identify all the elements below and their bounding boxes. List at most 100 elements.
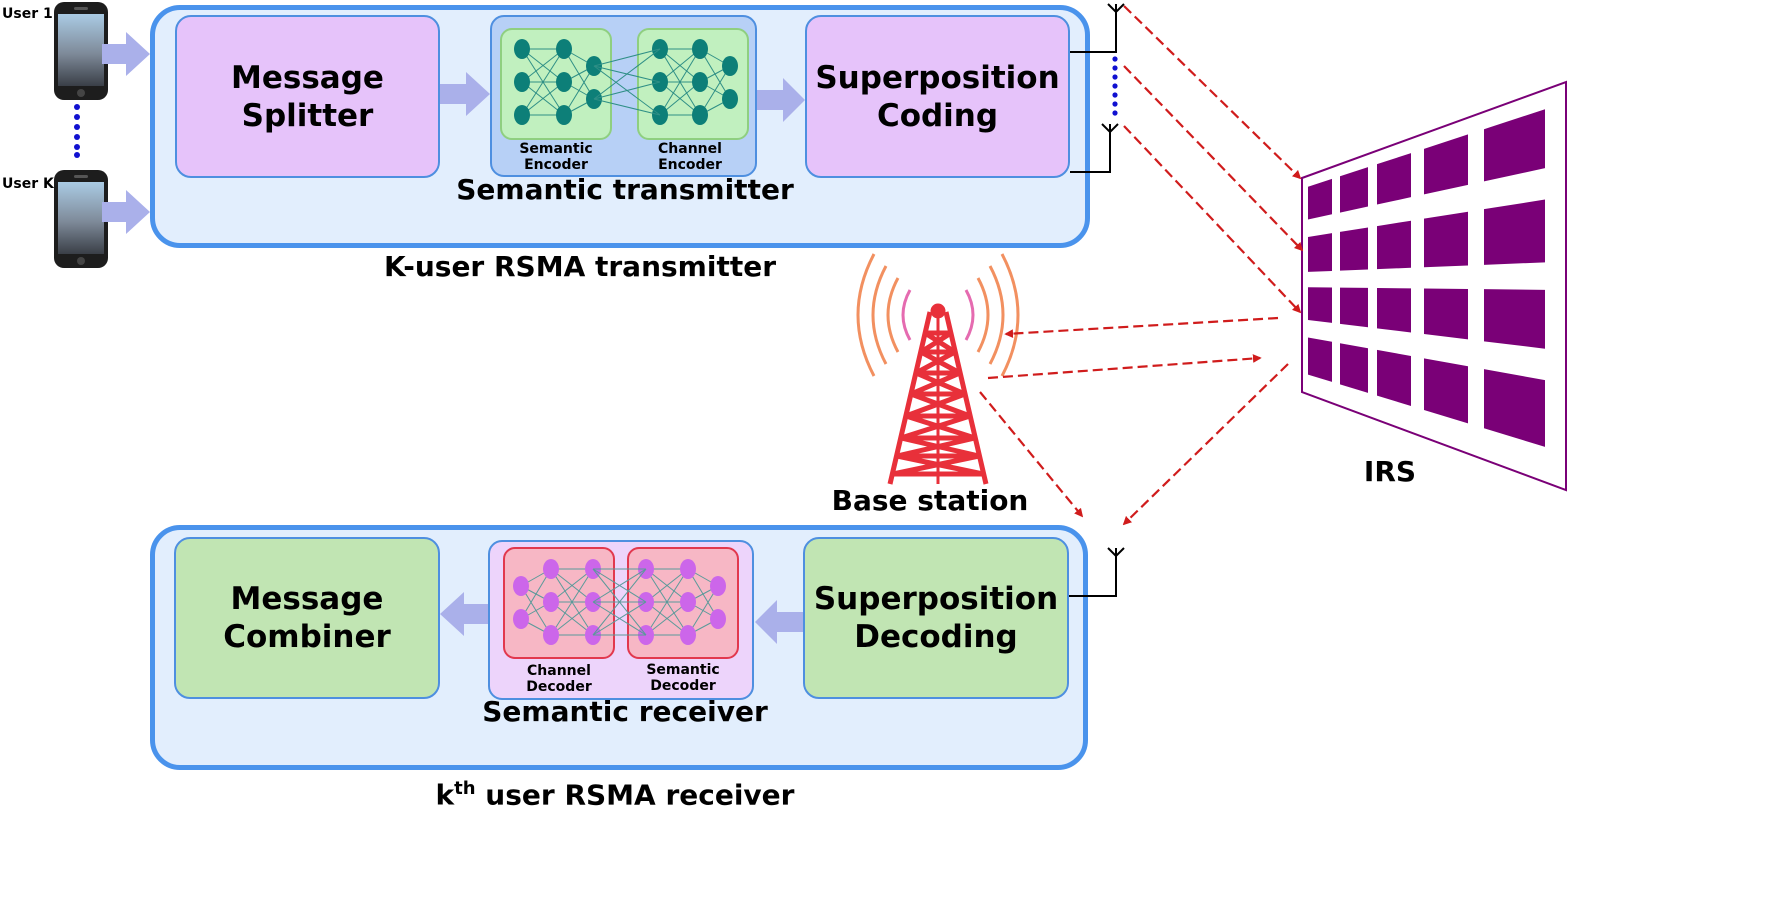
base-station-signal-waves-icon — [856, 253, 1020, 377]
channel-decoder-network — [513, 559, 601, 645]
irs-element — [1340, 167, 1368, 213]
superposition-decoding-line2: Decoding — [854, 619, 1018, 655]
irs-label: IRS — [1363, 455, 1417, 488]
decoder-network-edge — [592, 568, 647, 603]
encoder-cross-links — [593, 48, 661, 116]
encoder-network-node — [556, 39, 572, 59]
encoder-network-node — [556, 72, 572, 92]
base-station-tower-icon — [887, 303, 989, 485]
irs-element — [1484, 369, 1545, 447]
decoder-network-edge — [645, 568, 689, 636]
irs-element — [1484, 109, 1545, 182]
tx-to-irs-signal-1 — [1123, 5, 1302, 180]
irs-to-user-signal — [1122, 363, 1289, 526]
decoder-network-edge — [550, 568, 594, 603]
bs-to-user-signal — [979, 391, 1084, 518]
irs-element — [1484, 289, 1545, 349]
rsma-transmitter-caption: K-user RSMA transmitter — [383, 250, 777, 283]
decoder-network-node — [680, 559, 696, 579]
superposition-coding-line1: Superposition — [815, 59, 1060, 96]
irs-element — [1377, 349, 1411, 406]
encoder-network-node — [514, 39, 530, 59]
decoder-network-edge — [645, 601, 689, 636]
encoder-network-node — [722, 89, 738, 109]
user-ellipsis-dots — [74, 104, 80, 158]
antenna-ellipsis-dots — [1112, 56, 1118, 116]
encoder-network-node — [692, 105, 708, 125]
irs-to-bs-signal — [1004, 316, 1279, 338]
decoder-cross-links — [592, 568, 647, 636]
irs-element — [1424, 288, 1468, 340]
signal-paths — [979, 5, 1304, 526]
decoding-to-decoder-arrow — [755, 600, 803, 644]
decoder-network-edge — [550, 601, 594, 636]
irs-element — [1340, 343, 1368, 393]
encoder-network-node — [692, 72, 708, 92]
encoder-network-edge — [521, 81, 565, 116]
encoder-network-edge — [593, 48, 661, 100]
user-1-label: User 1 — [2, 6, 53, 22]
decoder-network-node — [680, 592, 696, 612]
decoder-network-edge — [550, 568, 594, 636]
irs-element — [1424, 134, 1468, 195]
encoder-network-edge — [521, 48, 565, 83]
irs-element — [1424, 211, 1468, 268]
encoder-network-node — [514, 72, 530, 92]
decoder-network-node — [543, 592, 559, 612]
base-station-label: Base station — [831, 484, 1029, 517]
receive-antenna — [1069, 547, 1125, 597]
bs-to-irs-signal — [987, 354, 1262, 380]
rsma-receiver-caption-th: th — [454, 778, 476, 799]
irs-element — [1308, 337, 1332, 382]
rsma-receiver-caption-rest: user RSMA receiver — [475, 778, 795, 812]
message-combiner-line1: Message — [230, 581, 384, 617]
user-k-phone-icon — [54, 170, 108, 268]
decoder-network-node — [513, 576, 529, 596]
decoder-network-node — [543, 559, 559, 579]
user-1-phone-icon — [54, 2, 108, 100]
decoder-network-edge — [645, 568, 689, 603]
decoder-to-combiner-arrow — [440, 592, 488, 636]
user-k-flow-arrow — [102, 190, 150, 234]
decoder-network-edge — [520, 568, 552, 620]
tx-to-irs-signal-2 — [1123, 65, 1304, 252]
irs-element — [1484, 199, 1545, 265]
semantic-transmitter-caption: Semantic transmitter — [456, 173, 794, 206]
tx-to-irs-signal-3 — [1123, 125, 1302, 314]
encoder-network-node — [692, 39, 708, 59]
transmit-antenna-array — [1070, 3, 1125, 173]
irs-element — [1340, 227, 1368, 271]
encoder-network-node — [722, 56, 738, 76]
rsma-receiver-caption: kth user RSMA receiver — [350, 772, 880, 812]
encoder-to-coding-arrow — [757, 78, 805, 122]
splitter-to-encoder-arrow — [440, 72, 490, 116]
decoder-network-edge — [592, 601, 647, 636]
irs-element — [1377, 220, 1411, 270]
superposition-coding-line2: Coding — [876, 97, 999, 134]
encoder-network-edge — [521, 48, 565, 116]
encoder-network-edge — [659, 48, 701, 116]
channel-encoder-network — [652, 39, 738, 125]
encoder-network-edge — [593, 48, 661, 67]
user-k-label: User K — [2, 176, 54, 192]
user-1-flow-arrow — [102, 32, 150, 76]
superposition-decoding-line1: Superposition — [813, 581, 1059, 617]
encoder-network-node — [514, 105, 530, 125]
encoder-network-node — [556, 105, 572, 125]
encoder-network-edge — [593, 98, 661, 116]
decoder-network-node — [710, 609, 726, 629]
irs-surface — [1301, 80, 1567, 492]
irs-element — [1424, 358, 1468, 424]
rsma-receiver-caption-k: k — [435, 778, 455, 812]
decoder-network-node — [543, 625, 559, 645]
decoder-network-node — [680, 625, 696, 645]
decoder-network-edge — [592, 568, 647, 636]
encoder-network-edge — [563, 65, 595, 116]
